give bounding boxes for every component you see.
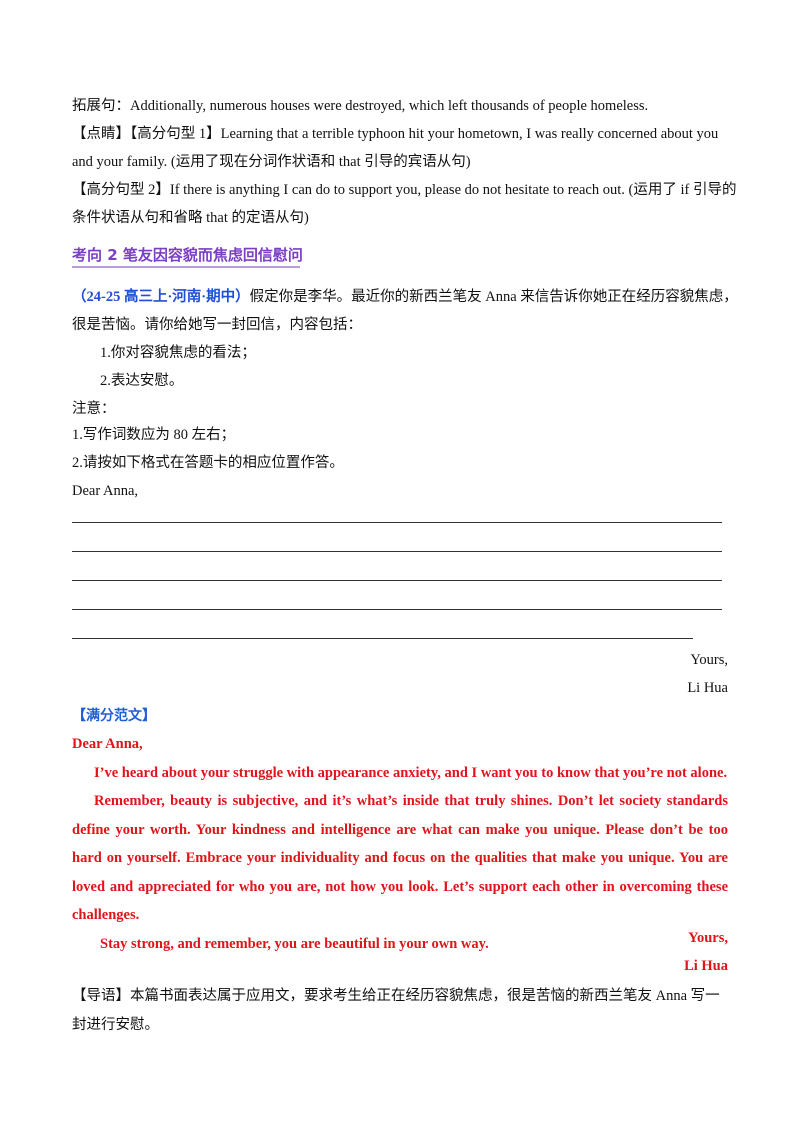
heading-underline [72,266,300,268]
model-paragraph-3: Stay strong, and remember, you are beaut… [100,935,489,952]
task-point-1: 1.你对容貌焦虑的看法； [100,345,256,361]
answer-line [72,551,722,552]
answer-line [72,638,693,639]
highlight-line-2: and your family. (运用了现在分词作状语和 that 引导的宾语… [72,154,471,170]
task-prompt-line-1: （24-25 高三上·河南·期中）假定你是李华。最近你的新西兰笔友 Anna 来… [72,287,738,307]
expand-sentence: 拓展句：Additionally, numerous houses were d… [72,98,649,114]
model-signature: Li Hua [684,958,728,974]
task-source: （24-25 高三上·河南·期中） [72,289,250,305]
task-prompt-text: 假定你是李华。最近你的新西兰笔友 Anna 来信告诉你她正在经历容貌焦虑， [249,289,738,305]
letter-signature: Li Hua [687,680,728,696]
model-closing: Yours, [688,930,728,946]
model-paragraph-1: I’ve heard about your struggle with appe… [94,764,728,781]
note-2: 2.请按如下格式在答题卡的相应位置作答。 [72,455,344,471]
task-prompt-line-2: 很是苦恼。请你给她写一封回信，内容包括： [72,317,362,333]
note-1: 1.写作词数应为 80 左右； [72,427,236,443]
task-point-2: 2.表达安慰。 [100,373,184,389]
model-label: 【满分范文】 [72,708,156,724]
model-salutation: Dear Anna, [72,736,143,752]
pattern2-line-1: 【高分句型 2】If there is anything I can do to… [72,182,737,198]
section-heading: 考向 2 笔友因容貌而焦虑回信慰问 [72,246,303,264]
model-essay: Dear Anna, I’ve heard about your struggl… [72,730,728,958]
pattern2-line-2: 条件状语从句和省略 that 的定语从句) [72,210,309,226]
model-paragraph-2: Remember, beauty is subjective, and it’s… [72,793,728,923]
letter-closing: Yours, [690,652,728,668]
answer-line [72,609,722,610]
answer-line [72,580,722,581]
guide-text: 【导语】本篇书面表达属于应用文，要求考生给正在经历容貌焦虑，很是苦恼的新西兰笔友… [72,988,720,1033]
note-label: 注意： [72,401,116,417]
letter-salutation: Dear Anna, [72,483,139,499]
answer-line [72,522,722,523]
highlight-line-1: 【点睛】【高分句型 1】Learning that a terrible typ… [72,126,719,142]
